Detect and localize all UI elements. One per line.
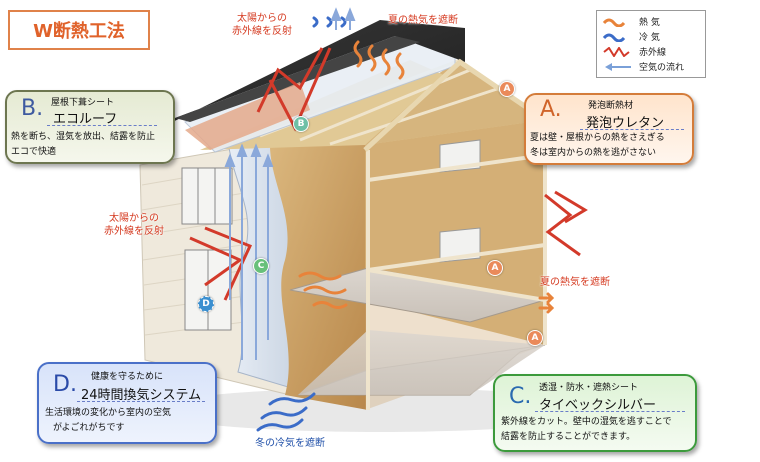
callout-product-name: 発泡ウレタン	[586, 116, 665, 131]
desc-line: 夏は壁・屋根からの熱をさえぎる	[530, 133, 665, 143]
legend: 熱 気 冷 気 赤外線 空気の流れ	[596, 10, 706, 78]
cold-waves	[256, 16, 347, 432]
callout-underline	[580, 129, 684, 130]
legend-item-cold: 冷 気	[601, 29, 701, 44]
label-line: 太陽からの	[237, 13, 287, 24]
callout-description: 熱を断ち、湿気を放出、結露を防止 エコで快適	[11, 130, 155, 160]
callout-a-foam-insulation: A. 発泡断熱材 発泡ウレタン 夏は壁・屋根からの熱をさえぎる 冬は室内からの熱…	[524, 93, 694, 165]
marker-b: B	[293, 116, 309, 132]
marker-a-wall: A	[487, 260, 503, 276]
callout-heading: 発泡断熱材	[588, 101, 634, 111]
callout-product-name: 24時間換気システム	[81, 388, 202, 403]
cold-wave-icon	[602, 33, 626, 42]
callout-b-roof-underlay: B. 屋根下葺シート エコルーフ 熱を断ち、湿気を放出、結露を防止 エコで快適	[5, 90, 175, 164]
label-winter-cold: 冬の冷気を遮断	[255, 438, 325, 449]
callout-underline	[535, 411, 685, 412]
callout-letter: C.	[509, 384, 532, 409]
desc-line: がよごれがちです	[53, 423, 125, 433]
window-upper-left	[181, 167, 233, 225]
infrared-zigzag-icon	[603, 46, 630, 57]
marker-a-floor: A	[527, 330, 543, 346]
callout-underline	[47, 125, 157, 126]
label-sun-ir-mid: 太陽からの 赤外線を反射	[104, 212, 164, 238]
callout-description: 生活環境の変化から室内の空気 がよごれがちです	[45, 406, 171, 436]
legend-item-heat: 熱 気	[601, 14, 701, 29]
legend-label: 赤外線	[639, 48, 667, 58]
callout-heading: 健康を守るために	[91, 372, 164, 382]
callout-product-name: エコルーフ	[53, 112, 118, 127]
air-flow-arrows	[224, 7, 356, 360]
marker-c: C	[253, 258, 269, 274]
callout-underline	[77, 401, 205, 402]
air-flow-arrow-icon	[605, 62, 631, 71]
marker-a-roof: A	[499, 81, 515, 97]
desc-line: 生活環境の変化から室内の空気	[45, 408, 172, 418]
callout-description: 夏は壁・屋根からの熱をさえぎる 冬は室内からの熱を逃がさない	[530, 131, 665, 161]
callout-letter: A.	[540, 97, 562, 122]
label-summer-heat-right: 夏の熱気を遮断	[540, 277, 610, 288]
callout-letter: D.	[53, 372, 77, 397]
callout-product-name: タイベックシルバー	[539, 398, 657, 413]
legend-label: 熱 気	[639, 18, 660, 28]
marker-d: D	[198, 296, 214, 312]
diagram-title: W断熱工法	[8, 10, 150, 50]
callout-d-ventilation-system: D. 健康を守るために 24時間換気システム 生活環境の変化から室内の空気 がよ…	[37, 362, 217, 444]
heat-waves	[298, 40, 555, 314]
desc-line: 熱を断ち、湿気を放出、結露を防止	[11, 132, 156, 142]
callout-letter: B.	[21, 96, 44, 121]
heat-wave-icon	[602, 18, 626, 27]
legend-label: 空気の流れ	[639, 63, 685, 73]
callout-heading: 屋根下葺シート	[51, 98, 115, 108]
interior-window-lower	[439, 227, 481, 263]
window-lower-left	[184, 249, 232, 331]
desc-line: エコで快適	[11, 147, 57, 157]
legend-label: 冷 気	[639, 33, 660, 43]
callout-description: 紫外線をカット。壁中の湿気を逃すことで 結露を防止することができます。	[501, 415, 672, 445]
callout-heading: 透湿・防水・遮熱シート	[539, 383, 639, 393]
roof-edge-right	[363, 58, 550, 152]
label-line: 赤外線を反射	[232, 26, 292, 37]
foam-wall-layer	[269, 120, 368, 410]
legend-item-infrared: 赤外線	[601, 44, 701, 59]
desc-line: 冬は室内からの熱を逃がさない	[530, 148, 657, 158]
label-summer-heat-top: 夏の熱気を遮断	[388, 15, 458, 26]
ground-floor-slab	[297, 330, 546, 396]
label-line: 赤外線を反射	[104, 226, 164, 237]
desc-line: 結露を防止することができます。	[501, 432, 636, 442]
desc-line: 紫外線をカット。壁中の湿気を逃すことで	[501, 417, 672, 427]
label-line: 太陽からの	[109, 213, 159, 224]
callout-c-tyvek-sheet: C. 透湿・防水・遮熱シート タイベックシルバー 紫外線をカット。壁中の湿気を逃…	[493, 374, 697, 452]
legend-item-airflow: 空気の流れ	[601, 59, 701, 74]
label-sun-ir-top: 太陽からの 赤外線を反射	[232, 12, 292, 38]
